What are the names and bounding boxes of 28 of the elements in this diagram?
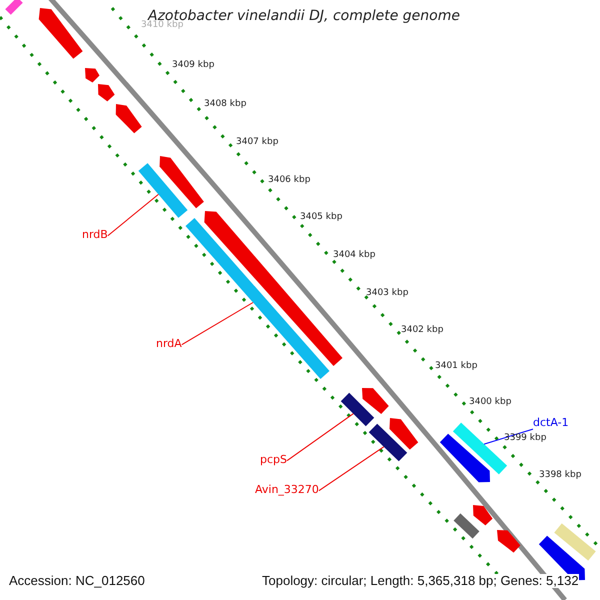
gene-label: nrdB <box>82 229 108 242</box>
leader-line <box>318 446 384 492</box>
gene-label: dctA-1 <box>533 417 569 430</box>
gene-bar <box>340 392 374 426</box>
leader-line <box>107 194 159 236</box>
gene-bar <box>138 163 188 218</box>
gene-bar <box>368 424 408 462</box>
tick-label: 3405 kbp <box>300 213 342 223</box>
tick-label: 3403 kbp <box>366 289 408 299</box>
tick-label: 3404 kbp <box>333 251 376 261</box>
gene-label: pcpS <box>260 454 287 466</box>
gene-label: nrdA <box>156 338 182 350</box>
tick-label: 3406 kbp <box>268 176 310 186</box>
genome-stats-text: Topology: circular; Length: 5,365,318 bp; Genes: 5,132 <box>262 574 579 588</box>
gene-label: Avin_33270 <box>255 484 319 496</box>
tick-label: 3402 kbp <box>401 326 444 336</box>
tick-label: 3398 kbp <box>539 471 582 481</box>
leader-line <box>484 428 534 445</box>
tick-label: 3401 kbp <box>435 362 478 372</box>
leader-line <box>181 302 254 346</box>
tick-label: 3408 kbp <box>204 100 246 110</box>
tick-label: 3409 kbp <box>172 61 214 71</box>
tick-label: 3400 kbp <box>469 398 512 408</box>
leader-line <box>286 413 354 462</box>
tick-label: 3399 kbp <box>504 434 546 444</box>
tick-label: 3407 kbp <box>236 138 278 148</box>
accession-text: Accession: NC_012560 <box>9 574 145 588</box>
tick-label: 3410 kbp <box>141 21 184 31</box>
